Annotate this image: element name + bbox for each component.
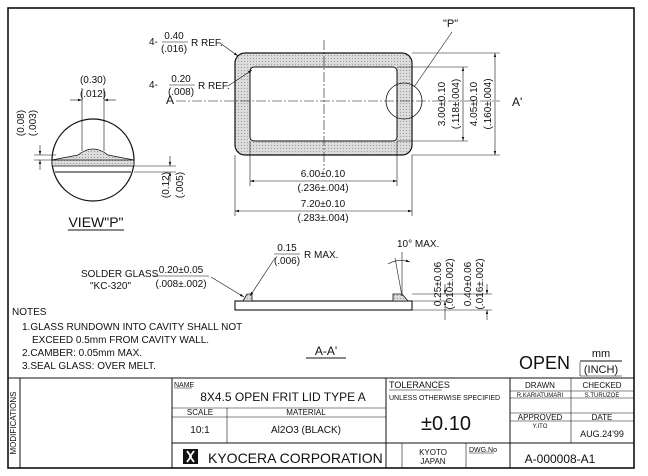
- outer-radius-prefix: 4-: [149, 37, 158, 48]
- solder-glass-label: SOLDER GLASS: [81, 269, 159, 280]
- notes-title: NOTES: [12, 307, 47, 318]
- solder-glass-type: "KC-320": [90, 281, 131, 292]
- kyocera-logo-icon: [183, 449, 198, 464]
- view-p-dim-top: (0.30): [80, 75, 106, 86]
- tolerances-label: TOLERANCES: [389, 380, 450, 390]
- solder-thickness-inch: (.008±.002): [155, 279, 206, 290]
- r-max-value: 0.15: [277, 243, 297, 254]
- note-line-3: 2.CAMBER: 0.05mm MAX.: [22, 348, 142, 359]
- section-glass-right: [392, 293, 409, 302]
- section-view: A-A' 0.15 (.006) R MAX. 10° MAX. SOLDER …: [81, 239, 492, 359]
- units-mm: mm: [592, 348, 610, 360]
- glass-height-dim: 0.25±0.06: [433, 261, 444, 306]
- inner-width-dim-inch: (.236±.004): [297, 183, 348, 194]
- note-line-1: 1.GLASS RUNDOWN INTO CAVITY SHALL NOT: [22, 322, 242, 333]
- section-a-label: A: [166, 93, 174, 107]
- note-line-4: 3.SEAL GLASS: OVER MELT.: [22, 361, 156, 372]
- solder-thickness: 0.20±0.05: [159, 265, 204, 276]
- total-height-dim-inch: (.016±.002): [475, 258, 486, 309]
- view-p-dim-bottom: (0.12): [161, 172, 172, 198]
- drawing-number: A-000008-A1: [525, 452, 596, 466]
- inner-radius-value: 0.20: [171, 74, 191, 85]
- inner-width-dim: 6.00±0.10: [301, 169, 346, 180]
- date-label: DATE: [592, 413, 613, 422]
- outer-radius-suffix: R REF.: [191, 38, 223, 49]
- material-label: MATERIAL: [286, 408, 326, 417]
- plan-view: A A' "P" 4- 0.40 (.016) R REF. 4- 0.20 (…: [149, 18, 522, 224]
- total-height-dim: 0.40±0.06: [463, 261, 474, 306]
- glass-height-dim-inch: (.010±.002): [445, 258, 456, 309]
- checked-label: CHECKED: [582, 381, 621, 390]
- inner-height-dim: 3.00±0.10: [437, 81, 448, 126]
- cavity-outline: [249, 66, 398, 142]
- outer-height-dim: 4.05±0.10: [469, 81, 480, 126]
- note-line-2: EXCEED 0.5mm FROM CAVITY WALL.: [32, 335, 209, 346]
- inner-radius-suffix: R REF.: [198, 81, 230, 92]
- location-city: KYOTO: [419, 448, 447, 457]
- view-p-detail: (0.30) (.012) (0.08) (.003) (0.12) (.005…: [16, 75, 186, 231]
- drawn-by: R.KARIATUMARI: [517, 393, 564, 399]
- name-label: NAME: [174, 382, 195, 389]
- sheet-border: [7, 7, 635, 469]
- r-max-suffix: R MAX.: [304, 250, 338, 261]
- inner-radius-prefix: 4-: [149, 80, 158, 91]
- approved-label: APPROVED: [518, 413, 563, 422]
- drawing-date: AUG.24'99: [580, 429, 624, 439]
- outer-height-dim-inch: (.160±.004): [483, 78, 494, 129]
- status-open: OPEN: [519, 353, 570, 373]
- approved-by: Y.ITO: [533, 424, 548, 430]
- section-a2-label: A': [512, 95, 522, 109]
- detail-p-label: "P": [443, 18, 458, 30]
- outer-width-dim-inch: (.283±.004): [297, 213, 348, 224]
- units-inch: (INCH): [584, 364, 618, 376]
- view-p-label: VIEW"P": [68, 214, 123, 230]
- drawing-number-label: DWG.No: [469, 447, 497, 454]
- company-name: KYOCERA CORPORATION: [208, 450, 383, 466]
- notes-block: NOTES 1.GLASS RUNDOWN INTO CAVITY SHALL …: [12, 307, 242, 372]
- scale-value: 10:1: [190, 425, 210, 436]
- title-block: MODIFICATIONS NAME 8X4.5 OPEN FRIT LID T…: [8, 377, 634, 468]
- r-max-inch: (.006): [274, 256, 300, 267]
- outer-radius-inch: (.016): [161, 44, 187, 55]
- inner-radius-inch: (.008): [168, 87, 194, 98]
- outer-radius-value: 0.40: [164, 31, 184, 42]
- outer-width-dim: 7.20±0.10: [301, 199, 346, 210]
- view-p-glass-section: [51, 148, 135, 161]
- tolerance-value: ±0.10: [421, 413, 471, 435]
- angle-label: 10° MAX.: [397, 239, 439, 250]
- section-caption: A-A': [315, 344, 337, 358]
- drawn-label: DRAWN: [525, 381, 555, 390]
- part-name: 8X4.5 OPEN FRIT LID TYPE A: [200, 390, 366, 404]
- view-p-dim-left: (0.08): [16, 110, 27, 136]
- modifications-label: MODIFICATIONS: [9, 392, 18, 455]
- material-value: Al2O3 (BLACK): [271, 425, 341, 436]
- view-p-dim-top-inch: (.012): [80, 89, 106, 100]
- location-country: JAPAN: [420, 457, 445, 466]
- view-p-lid-section: [51, 159, 135, 167]
- inner-height-dim-inch: (.118±.004): [451, 79, 462, 129]
- tolerances-subtext: UNLESS OTHERWISE SPECIFIED: [389, 395, 500, 402]
- scale-label: SCALE: [187, 408, 213, 417]
- checked-by: S.TURUZOE: [585, 393, 620, 399]
- view-p-dim-bottom-inch: (.005): [175, 172, 186, 198]
- view-p-dim-left-inch: (.003): [28, 110, 39, 136]
- section-lid-body: [234, 300, 413, 311]
